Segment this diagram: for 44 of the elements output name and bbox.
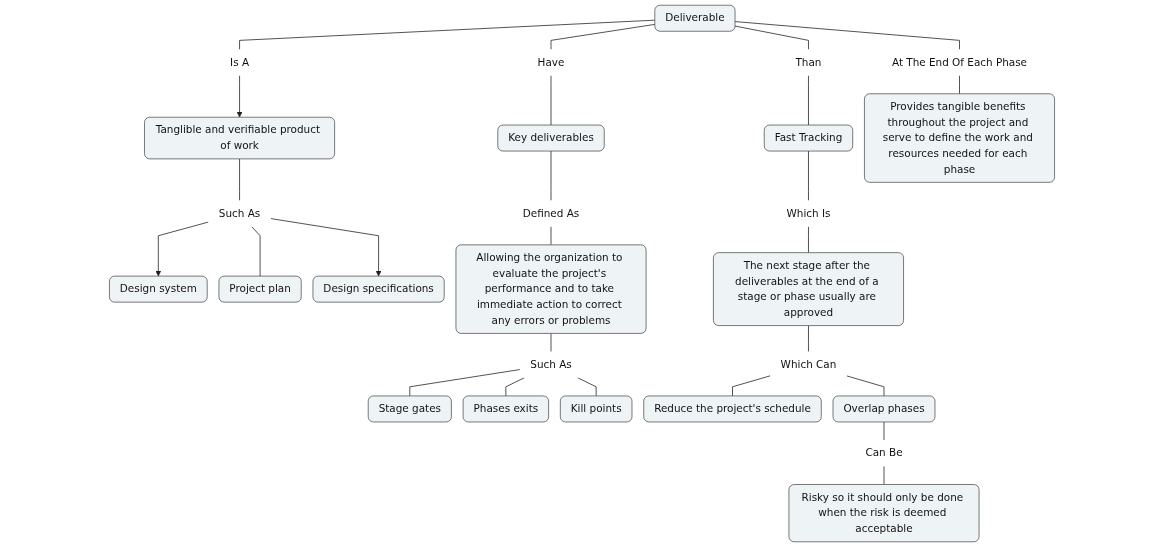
connector [808, 150, 809, 201]
connector [239, 158, 240, 201]
node-text: At The End Of Each Phase [891, 56, 1028, 69]
connector [959, 75, 960, 95]
node-text: Than [795, 56, 822, 69]
node-box: Tanglible and verifiable product of work [144, 116, 335, 160]
node-box: Provides tangible benefits throughout the project and serve to define the work and resources needed for each phase [864, 93, 1055, 183]
connector [734, 25, 809, 50]
connector [808, 226, 809, 254]
node-box: Deliverable [654, 4, 736, 32]
node-box: Design specifications [312, 275, 445, 303]
connector [577, 377, 597, 397]
node-box: Risky so it should only be done when the risk is deemed acceptable [788, 484, 980, 543]
node-box: Allowing the organization to evaluate the project's performance and to take immediate action to correct any errors or problems [455, 244, 647, 334]
connector [251, 226, 261, 277]
node-box: Design system [109, 275, 208, 303]
node-box: Project plan [218, 275, 302, 303]
connector [808, 75, 809, 126]
node-box: Reduce the project's schedule [643, 395, 822, 423]
node-box: Kill points [560, 395, 633, 423]
node-text: Defined As [522, 207, 580, 220]
connector [550, 333, 552, 353]
connector [550, 24, 656, 50]
node-box: Phases exits [462, 395, 549, 423]
connector [239, 19, 656, 50]
node-text: Which Can [780, 358, 837, 371]
connector [808, 325, 809, 353]
connector [732, 375, 771, 397]
node-box: Fast Tracking [763, 124, 854, 152]
node-text: Is A [230, 56, 250, 69]
node-text: Such As [218, 207, 261, 220]
connector [883, 465, 885, 485]
node-text: Have [537, 56, 565, 69]
node-box: The next stage after the deliverables at the end of a stage or phase usually are approved [713, 252, 904, 326]
connector [409, 369, 521, 397]
connector [505, 377, 525, 397]
node-text: Such As [530, 358, 572, 371]
node-text: Can Be [865, 446, 903, 460]
connector [846, 375, 885, 397]
node-text: Which Is [786, 207, 831, 220]
node-box: Overlap phases [832, 395, 936, 423]
connector [734, 21, 960, 50]
node-box: Key deliverables [497, 124, 605, 152]
node-box: Stage gates [367, 395, 452, 423]
